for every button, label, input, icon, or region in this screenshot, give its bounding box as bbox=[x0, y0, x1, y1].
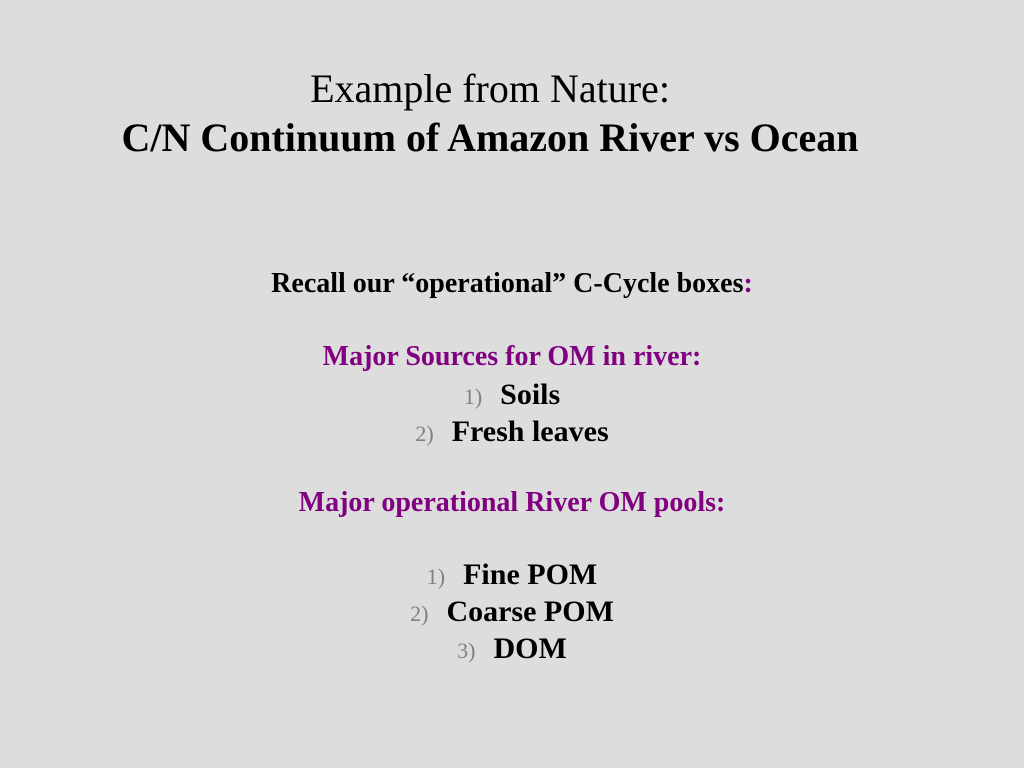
slide-body: Recall our “operational” C-Cycle boxes: … bbox=[112, 264, 912, 667]
title-line-2: C/N Continuum of Amazon River vs Ocean bbox=[121, 115, 859, 160]
pools-list-item: 2) Coarse POM bbox=[112, 593, 912, 630]
list-number: 1) bbox=[426, 564, 446, 589]
list-label: Soils bbox=[500, 378, 561, 411]
slide-title: Example from Nature: C/N Continuum of Am… bbox=[90, 66, 890, 164]
pools-heading: Major operational River OM pools: bbox=[298, 487, 726, 518]
recall-line: Recall our “operational” C-Cycle boxes: bbox=[112, 264, 912, 304]
list-number: 2) bbox=[415, 421, 434, 446]
list-number: 1) bbox=[463, 384, 483, 409]
list-label: DOM bbox=[493, 632, 567, 665]
recall-text: Recall our “operational” C-Cycle boxes bbox=[271, 268, 744, 299]
pools-list-item: 3) DOM bbox=[112, 630, 912, 667]
list-number: 2) bbox=[410, 601, 429, 626]
sources-list-item: 1) Soils bbox=[112, 376, 912, 413]
recall-colon: : bbox=[743, 268, 753, 299]
list-label: Fresh leaves bbox=[451, 415, 609, 448]
pools-list-item: 1) Fine POM bbox=[112, 556, 912, 593]
list-label: Coarse POM bbox=[446, 595, 614, 628]
title-line-1: Example from Nature: bbox=[310, 66, 670, 111]
list-number: 3) bbox=[457, 638, 476, 663]
sources-list-item: 2) Fresh leaves bbox=[112, 413, 912, 450]
sources-heading: Major Sources for OM in river: bbox=[322, 341, 702, 372]
list-label: Fine POM bbox=[463, 558, 598, 591]
